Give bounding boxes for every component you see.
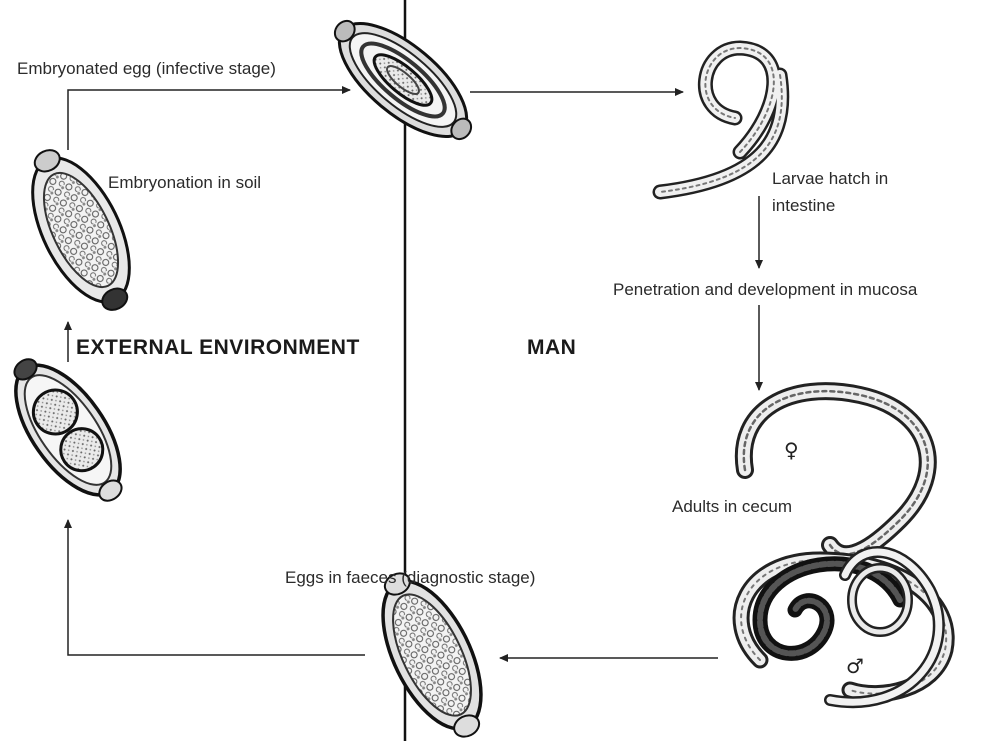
label-penetration: Penetration and development in mucosa xyxy=(613,279,917,301)
adult-worms-illustration xyxy=(741,391,946,702)
label-diagnostic-egg: Eggs in faeces (diagnostic stage) xyxy=(285,567,535,589)
label-embryonation: Embryonation in soil xyxy=(108,172,261,194)
region-label-external-environment: EXTERNAL ENVIRONMENT xyxy=(76,336,360,360)
label-infective-egg: Embryonated egg (infective stage) xyxy=(17,58,276,80)
region-label-man: MAN xyxy=(527,336,576,360)
embryonation-egg-illustration xyxy=(9,135,154,325)
two-cell-egg-illustration xyxy=(0,341,145,518)
larva-illustration xyxy=(660,48,782,192)
arrow-to-infective-egg xyxy=(68,90,350,150)
female-symbol: ♀ xyxy=(784,438,799,462)
label-adults: Adults in cecum xyxy=(672,496,792,518)
label-larvae-line2: intestine xyxy=(772,195,835,217)
infective-egg-illustration xyxy=(316,0,490,161)
male-symbol: ♂ xyxy=(846,654,864,678)
label-larvae-line1: Larvae hatch in xyxy=(772,168,888,190)
